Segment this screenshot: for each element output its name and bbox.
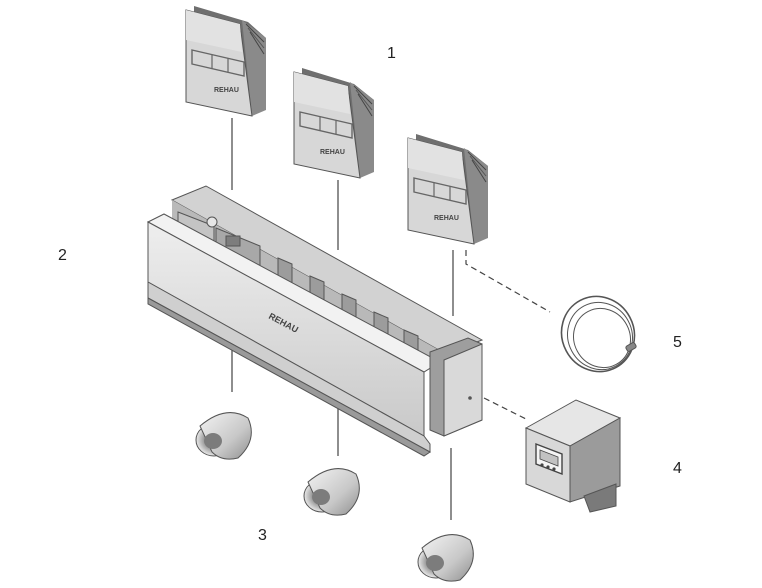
base-unit: REHAU (146, 185, 484, 457)
callout-room-thermostats: 1 (387, 45, 396, 62)
callout-thermal-actuators: 3 (258, 527, 267, 544)
thermal-actuator (195, 412, 252, 460)
thermal-actuator (303, 468, 360, 516)
brand-logo: REHAU (214, 87, 239, 94)
sensor-cable (560, 295, 637, 373)
controller-unit (524, 399, 622, 513)
callout-controller: 4 (673, 460, 682, 477)
room-thermostat: REHAU (293, 68, 374, 179)
brand-logo: REHAU (434, 215, 459, 222)
thermal-actuator (417, 534, 474, 582)
room-thermostat: REHAU (185, 6, 266, 117)
room-thermostat: REHAU (407, 134, 488, 245)
callout-sensor-cable: 5 (673, 334, 682, 351)
callout-base-unit: 2 (58, 247, 67, 264)
controller-display (535, 442, 563, 476)
brand-logo: REHAU (320, 149, 345, 156)
